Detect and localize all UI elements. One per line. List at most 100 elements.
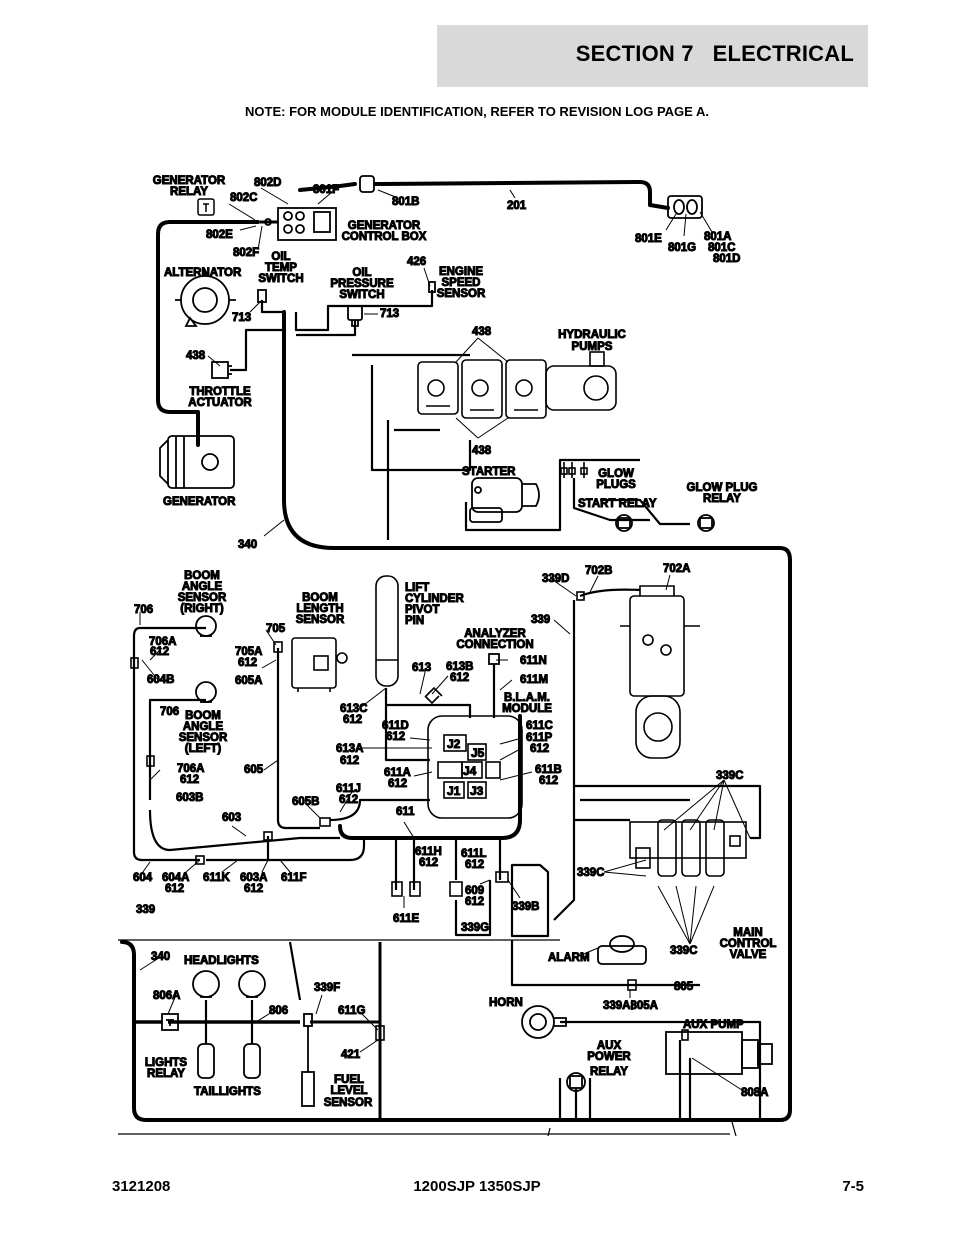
wire-label: 612 — [180, 774, 199, 786]
wire-604 — [206, 838, 366, 862]
wire-603b — [148, 809, 340, 852]
wire-label: 706A — [177, 763, 205, 775]
footer-model: 1200SJP 1350SJP — [413, 1178, 541, 1195]
main-control-valve-symbol — [629, 819, 747, 877]
label-horn: HORN — [489, 997, 523, 1009]
wire-label: 706 — [160, 706, 179, 718]
wire-label: 605 — [244, 764, 264, 776]
wire-label: 609 — [465, 885, 484, 897]
blam-module-symbol — [427, 715, 523, 819]
wire-label: 612 — [165, 883, 184, 895]
wire-label: 438 — [472, 326, 492, 338]
label-taillights: TAILLIGHTS — [194, 1086, 261, 1098]
aux-power-relay-symbol — [566, 1072, 586, 1092]
oil-pressure-switch-symbol — [347, 305, 363, 327]
alarm-symbol — [597, 935, 647, 965]
wire-label: 339C — [670, 945, 698, 957]
wire-label: 611H — [415, 846, 442, 858]
wire-label: 611C — [526, 720, 553, 732]
wire-label: 705 — [266, 623, 286, 635]
wire-label: 612 — [244, 883, 263, 895]
wire-label: 611G — [338, 1005, 366, 1017]
wire-label: 805 — [674, 981, 694, 993]
wire-label: 611J — [336, 783, 361, 795]
boom-length-sensor-symbol — [291, 637, 348, 692]
label-aux-pump: AUX PUMP — [683, 1019, 744, 1031]
wire-label: 801F — [313, 184, 339, 196]
wire-801f-run — [298, 182, 357, 192]
wire-611j — [329, 798, 430, 822]
wire-label: 603A — [240, 872, 268, 884]
wire-label: 611D — [382, 720, 409, 732]
section-name: ELECTRICAL — [712, 41, 854, 66]
wire-label: 605A — [235, 675, 263, 687]
wire-label: 339D — [542, 573, 570, 585]
section-title: SECTION 7 ELECTRICAL — [576, 41, 854, 67]
label-starter: STARTER — [462, 466, 516, 478]
wire-label: 806A — [153, 990, 181, 1002]
leader-lines — [139, 187, 751, 1093]
wire-label: 613B — [446, 661, 474, 673]
jack-j5: J5 — [471, 746, 485, 760]
wire-201-run — [373, 180, 670, 210]
wire-oil-pressure — [296, 320, 357, 337]
generator-symbol — [159, 435, 235, 489]
wire-706-right — [132, 626, 206, 862]
taillights-symbol — [197, 1043, 261, 1079]
wire-label: 802D — [254, 177, 282, 189]
wire-label: 426 — [407, 256, 426, 268]
wire-label: 339C — [716, 770, 744, 782]
headlights-symbol — [192, 970, 266, 998]
wire-label: 611 — [396, 806, 415, 818]
wire-label: 611P — [526, 732, 553, 744]
wire-label: 438 — [472, 445, 492, 457]
wire-label: 808A — [741, 1087, 769, 1099]
wire-label: 801C — [708, 242, 736, 254]
aux-pump-motor-symbol — [620, 585, 700, 759]
wire-label: 713 — [380, 308, 399, 320]
wire-label: 612 — [539, 775, 558, 787]
label-blam-module: B.L.A.M.MODULE — [502, 692, 552, 715]
wire-label: 801G — [668, 242, 696, 254]
label-start-relay: START RELAY — [578, 498, 657, 510]
wire-label: 339 — [531, 614, 550, 626]
label-alarm: ALARM — [548, 952, 590, 964]
boom-angle-sensor-right-symbol — [195, 615, 217, 637]
wire-label: 612 — [343, 714, 362, 726]
wire-label: 612 — [386, 731, 405, 743]
wire-label: 612 — [450, 672, 469, 684]
wire-label: 612 — [340, 755, 359, 767]
wire-702b — [579, 588, 641, 598]
wire-label: 612 — [465, 859, 484, 871]
wire-340-harness — [120, 310, 792, 1122]
wire-label: 339G — [461, 922, 489, 934]
wire-label: 604B — [147, 674, 175, 686]
wire-label: 611E — [393, 913, 420, 925]
wire-oil-temp — [260, 300, 284, 314]
wire-label: 438 — [186, 350, 206, 362]
lights-relay-symbol — [161, 1013, 179, 1031]
wire-label: 705A — [235, 646, 263, 658]
wire-label: 802C — [230, 192, 258, 204]
jack-j4: J4 — [463, 764, 477, 778]
wire-blam-bottom — [338, 714, 522, 840]
generator-control-box-symbol — [260, 207, 337, 241]
wire-label: 340 — [238, 539, 257, 551]
inline-connectors — [130, 591, 689, 1041]
oil-temp-switch-symbol — [257, 289, 267, 303]
wire-label: 201 — [507, 200, 527, 212]
footer-manual-number: 3121208 — [112, 1178, 171, 1195]
wire-label: 802E — [206, 229, 233, 241]
frame-tick-b — [731, 1121, 737, 1137]
